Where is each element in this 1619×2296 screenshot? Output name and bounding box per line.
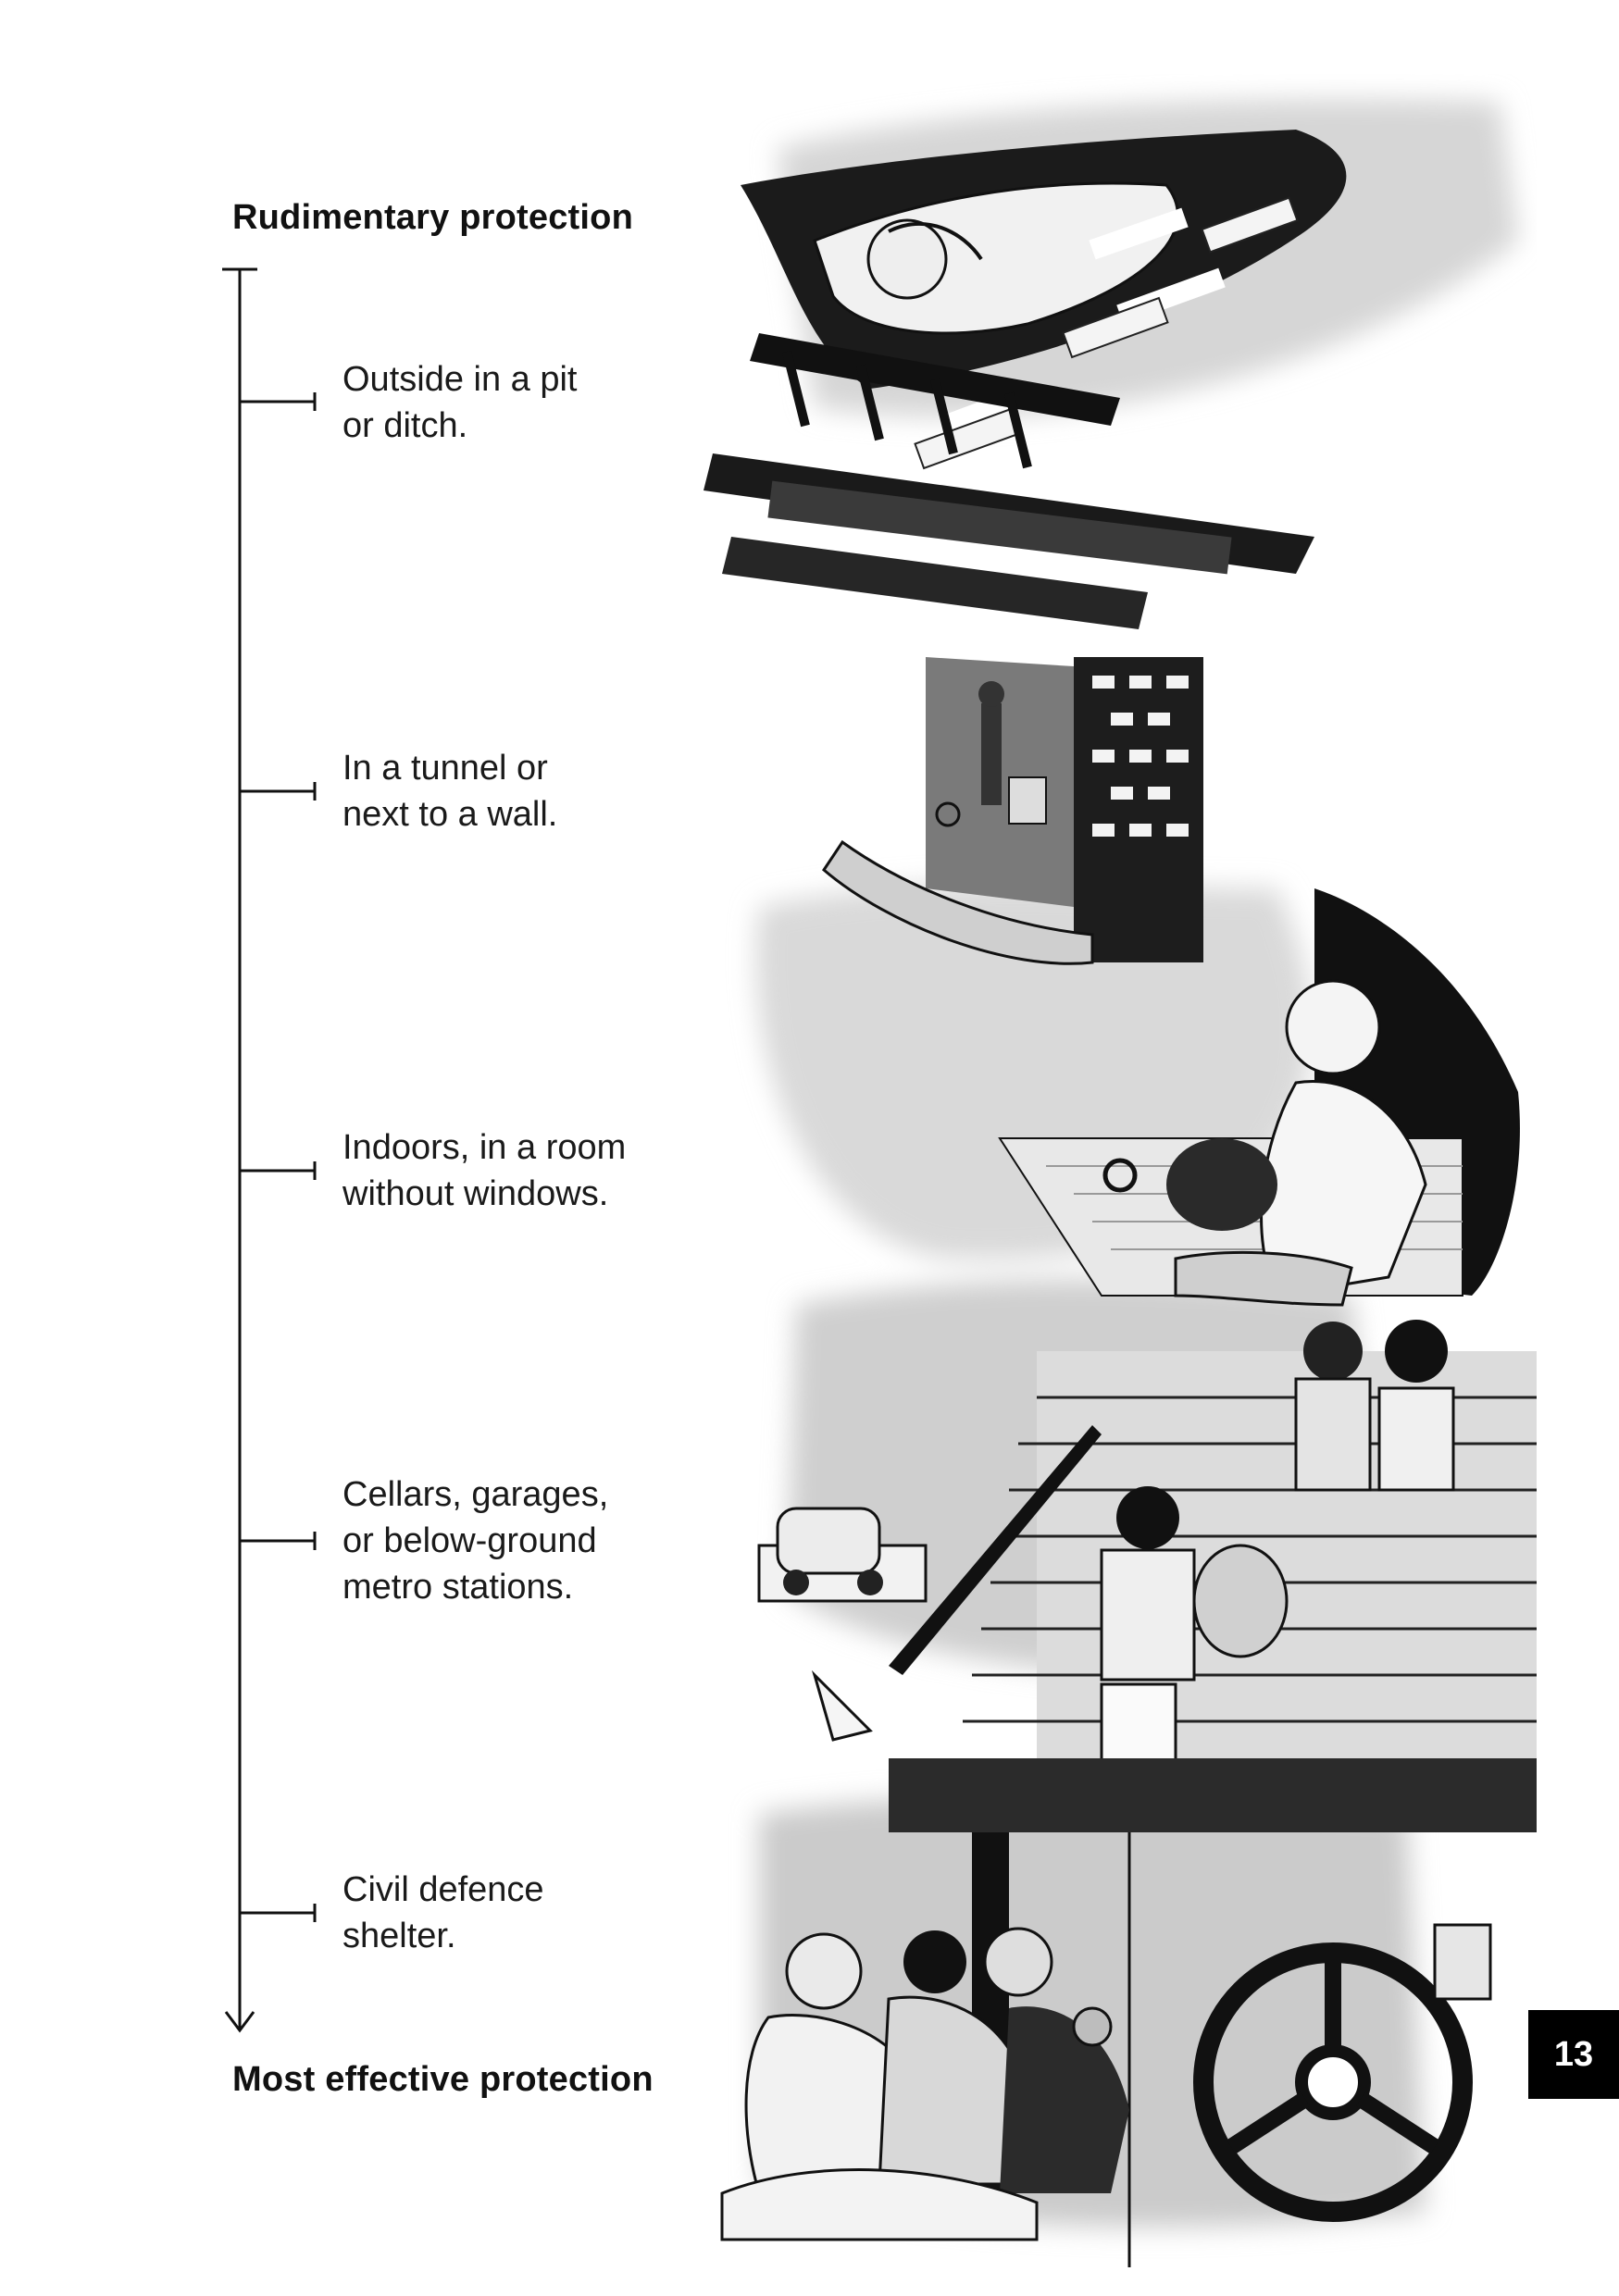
level-label-cellars-garages-metro: Cellars, garages, or below-ground metro …: [342, 1475, 609, 1607]
scene-windowless-room-icon: [998, 888, 1520, 1307]
scene-civil-defence-shelter-icon: [720, 1832, 1492, 2267]
scene-tunnel-or-wall-icon: [704, 333, 1314, 965]
scale-tick-5: [240, 1904, 317, 1922]
scale-tick-2: [240, 782, 317, 800]
bottom-scale-heading: Most effective protection: [232, 2060, 654, 2099]
scale-ticks: [240, 392, 317, 1922]
scene-metro-stairs-icon: [757, 1320, 1537, 1832]
blast-door-wheel-icon: [1193, 1942, 1473, 2222]
level-label-windowless-room: Indoors, in a room without windows.: [342, 1128, 627, 1213]
scale-tick-1: [240, 392, 317, 411]
scale-arrowhead-icon: [224, 2011, 255, 2033]
scale-tick-4: [240, 1532, 317, 1550]
shelter-illustration: [704, 99, 1537, 2267]
page-number-badge: 13: [1528, 2010, 1619, 2099]
level-label-tunnel-or-wall: In a tunnel or next to a wall.: [342, 749, 558, 834]
top-scale-heading: Rudimentary protection: [232, 198, 633, 237]
scale-tick-3: [240, 1161, 317, 1180]
scene-pit-or-ditch-icon: [741, 130, 1347, 470]
level-label-civil-defence-shelter: Civil defence shelter.: [342, 1870, 544, 1955]
level-label-pit-or-ditch: Outside in a pit or ditch.: [342, 360, 578, 445]
protection-scale-arrow: [222, 267, 317, 2033]
